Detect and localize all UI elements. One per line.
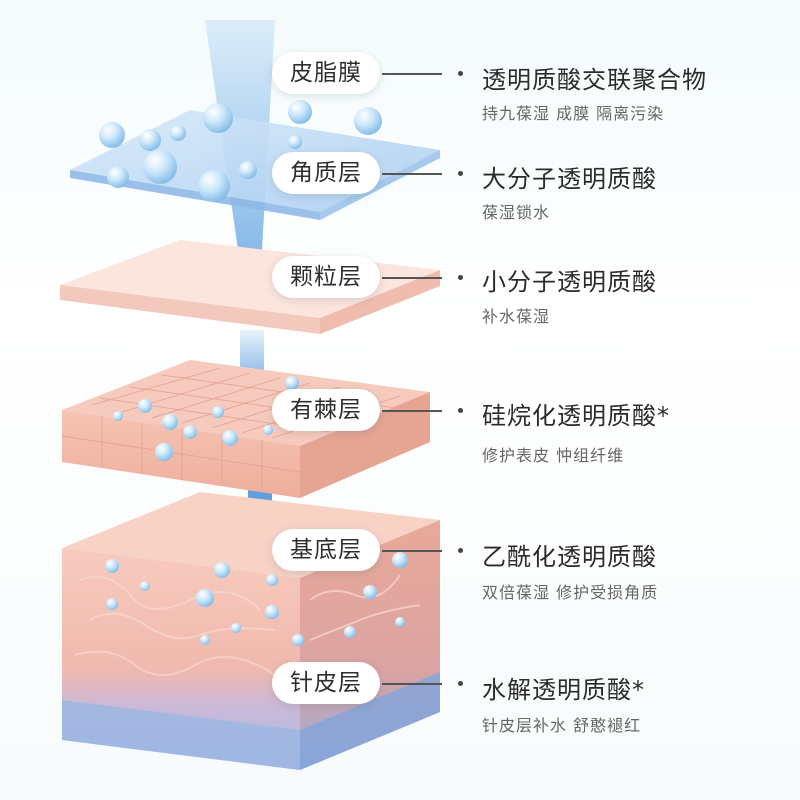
title-spinous: 硅烷化透明质酸* bbox=[482, 402, 670, 430]
desc-sebum: 持九葆湿 成膜 隔离污染 bbox=[482, 104, 665, 123]
tag-dermis: 针皮层 bbox=[272, 662, 380, 704]
leader-dermis bbox=[382, 683, 442, 685]
sebum-film bbox=[70, 110, 440, 212]
desc-corneum: 葆湿锁水 bbox=[482, 203, 551, 222]
bullet-sebum bbox=[458, 71, 463, 76]
bullet-spinous bbox=[458, 408, 463, 413]
tag-corneum: 角质层 bbox=[272, 152, 380, 194]
leader-granular bbox=[382, 277, 442, 279]
basal-droplets bbox=[105, 546, 408, 681]
title-dermis: 水解透明质酸* bbox=[482, 676, 645, 704]
bullet-corneum bbox=[458, 171, 463, 176]
tag-granular: 颗粒层 bbox=[272, 256, 380, 298]
title-basal: 乙酰化透明质酸 bbox=[482, 543, 657, 571]
leader-basal bbox=[382, 550, 442, 552]
tag-sebum: 皮脂膜 bbox=[272, 52, 380, 94]
bullet-basal bbox=[458, 548, 463, 553]
surface-droplets bbox=[99, 100, 382, 202]
bullet-dermis bbox=[458, 681, 463, 686]
leader-spinous bbox=[382, 410, 442, 412]
title-sebum: 透明质酸交联聚合物 bbox=[482, 66, 707, 94]
leader-corneum bbox=[382, 173, 442, 175]
desc-basal: 双倍葆湿 修护受损角质 bbox=[482, 583, 659, 602]
title-corneum: 大分子透明质酸 bbox=[482, 165, 657, 193]
desc-spinous: 修护表皮 忡组纤维 bbox=[482, 446, 625, 465]
title-granular: 小分子透明质酸 bbox=[482, 268, 657, 296]
spinous-droplets bbox=[113, 376, 299, 461]
tag-spinous: 有棘层 bbox=[272, 389, 380, 431]
tag-basal: 基底层 bbox=[272, 529, 380, 571]
desc-dermis: 针皮层补水 舒憨褪红 bbox=[482, 716, 642, 735]
desc-granular: 补水葆湿 bbox=[482, 307, 551, 326]
leader-sebum bbox=[382, 73, 442, 75]
bullet-granular bbox=[458, 275, 463, 280]
